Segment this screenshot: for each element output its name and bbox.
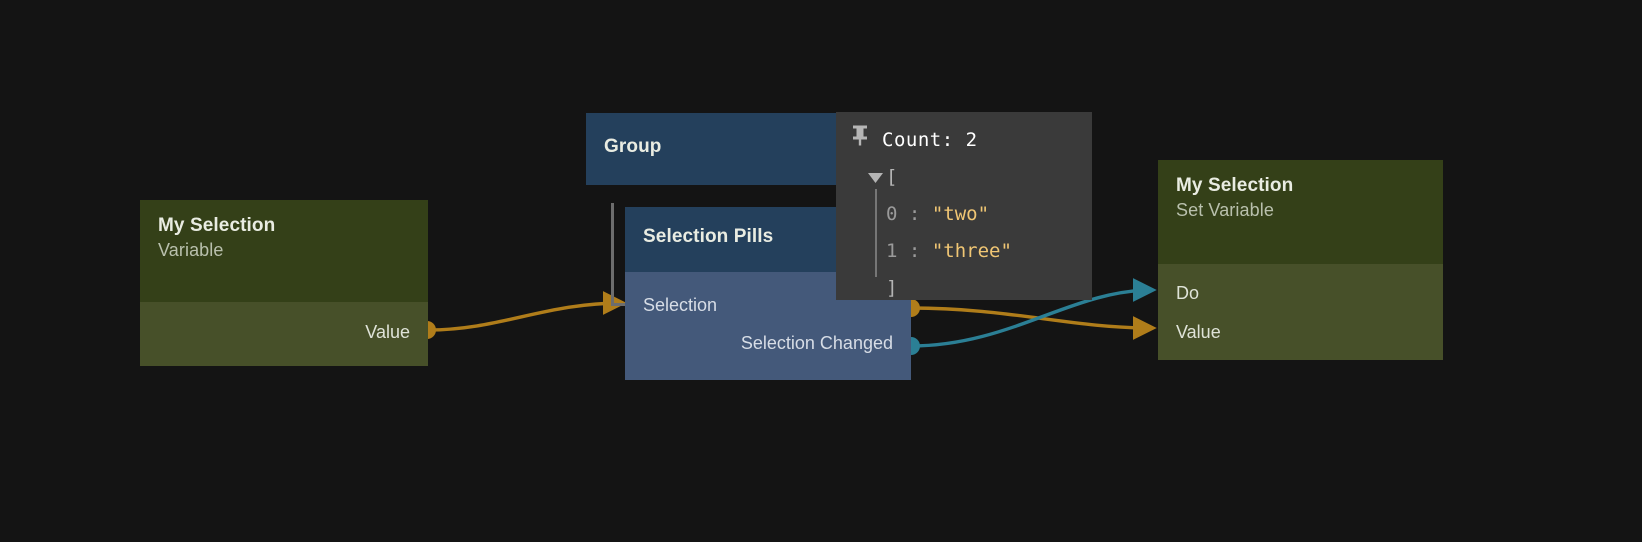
close-bracket: ] xyxy=(886,277,898,299)
tree-row-entry[interactable]: 0 : "two" xyxy=(864,196,1080,233)
entry-separator xyxy=(897,196,908,233)
node-subtitle: Set Variable xyxy=(1176,200,1274,220)
node-header[interactable]: My Selection Set Variable xyxy=(1158,160,1443,264)
node-my-selection-variable[interactable]: My Selection Variable Value xyxy=(140,200,428,366)
entry-space xyxy=(920,196,931,233)
node-title: My Selection xyxy=(1176,175,1294,196)
entry-colon: : xyxy=(908,203,921,225)
entry-space xyxy=(920,233,931,270)
output-pin-value[interactable]: Value xyxy=(365,322,410,342)
triangle-down-icon[interactable] xyxy=(864,172,886,183)
wire-value-to-selection xyxy=(427,291,627,332)
entry-separator xyxy=(897,233,908,270)
watch-count-label: Count: 2 xyxy=(882,129,978,151)
node-subtitle: Variable xyxy=(158,240,224,260)
tree-guide-line xyxy=(875,189,877,277)
entry-colon: : xyxy=(908,240,921,262)
node-title: Selection Pills xyxy=(643,226,774,247)
entry-index: 0 xyxy=(886,203,898,225)
node-header[interactable]: My Selection Variable xyxy=(140,200,428,302)
watch-value-tooltip[interactable]: Count: 2 [ 0 : "two" xyxy=(836,112,1092,300)
node-title: My Selection xyxy=(158,215,276,236)
entry-value: "three" xyxy=(931,240,1012,262)
entry-value: "two" xyxy=(931,203,990,225)
watch-tooltip-header: Count: 2 xyxy=(850,122,1080,159)
entry-index: 1 xyxy=(886,240,898,262)
open-bracket: [ xyxy=(886,166,898,188)
input-pin-do[interactable]: Do xyxy=(1176,283,1200,303)
tree-row-entry[interactable]: 1 : "three" xyxy=(864,233,1080,270)
input-pin-value[interactable]: Value xyxy=(1176,322,1221,342)
node-title: Group xyxy=(604,136,662,157)
output-pin-selection-changed[interactable]: Selection Changed xyxy=(740,333,893,353)
wire-selection-to-setvalue xyxy=(910,306,1157,340)
group-bracket xyxy=(611,203,629,306)
node-body[interactable]: Value xyxy=(140,302,428,366)
node-body[interactable]: Do Value xyxy=(1158,264,1443,360)
pushpin-icon[interactable] xyxy=(850,122,870,159)
input-pin-selection[interactable]: Selection xyxy=(643,295,718,315)
tree-row-close-bracket: ] xyxy=(864,270,1080,300)
watch-tree: [ 0 : "two" 1 : "three" ] xyxy=(850,159,1080,300)
node-my-selection-set-variable[interactable]: My Selection Set Variable Do Value xyxy=(1158,160,1443,360)
tree-row-open-bracket[interactable]: [ xyxy=(864,159,1080,196)
